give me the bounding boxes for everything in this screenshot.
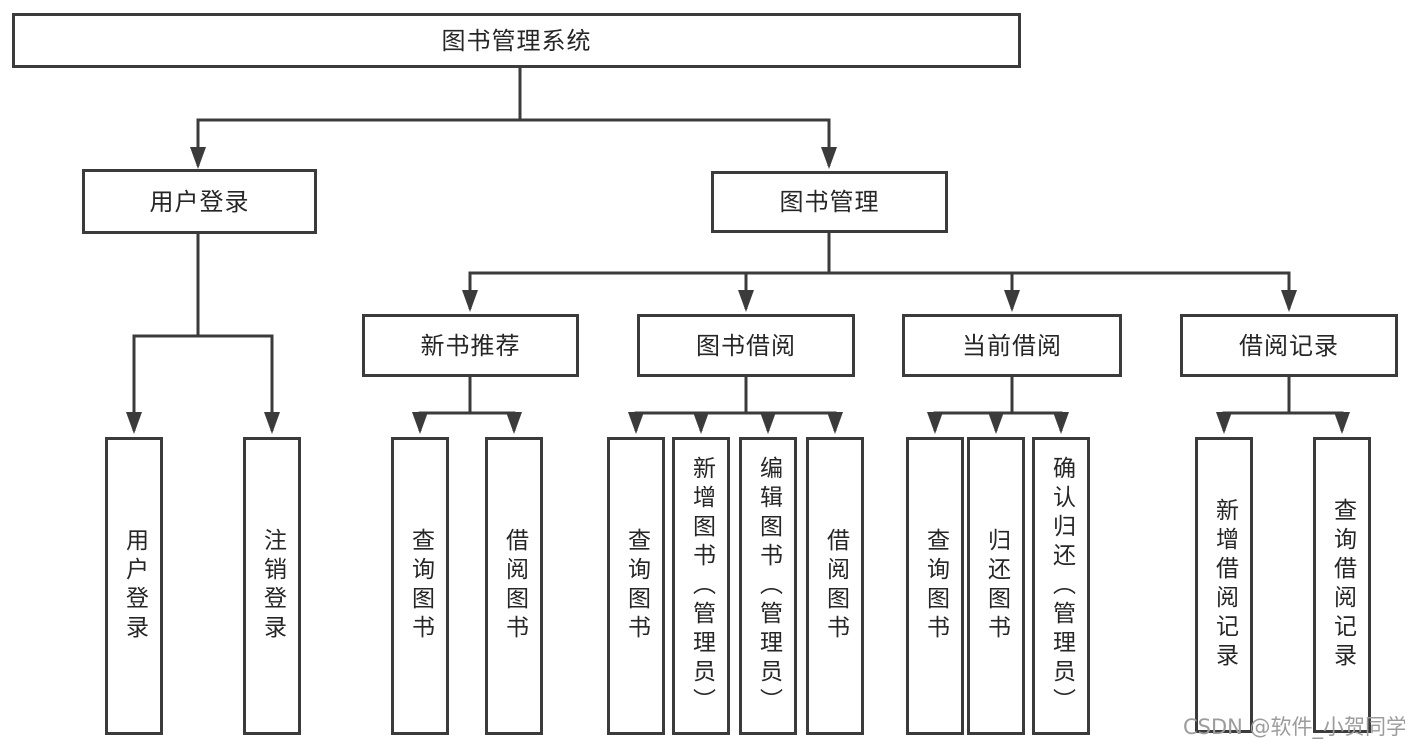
connector-user-login-to-leaves — [126, 234, 280, 434]
leaf-newbook-query-books: 查询图书 — [391, 437, 449, 735]
node-current-borrowing: 当前借阅 — [902, 314, 1122, 377]
leaf-user-login: 用户登录 — [105, 437, 163, 735]
leaf-borrowing-borrow-books: 借阅图书 — [806, 437, 864, 735]
connector-book-management-to-level3 — [462, 233, 1297, 312]
node-book-management: 图书管理 — [711, 171, 948, 233]
connector-new-book-to-leaves — [412, 377, 522, 434]
leaf-records-add-record: 新增借阅记录 — [1195, 437, 1253, 733]
connector-root-to-level2 — [190, 68, 837, 169]
leaf-current-query-books: 查询图书 — [906, 437, 964, 735]
node-new-book-recommend: 新书推荐 — [362, 314, 579, 377]
csdn-watermark: CSDN @软件_小贺同学 — [1183, 715, 1405, 739]
leaf-current-confirm-return-admin: 确认归还（管理员） — [1032, 437, 1090, 735]
leaf-current-return-books: 归还图书 — [967, 437, 1025, 735]
node-user-login: 用户登录 — [82, 169, 317, 234]
leaf-borrowing-query-books: 查询图书 — [607, 437, 665, 735]
leaf-records-query-record: 查询借阅记录 — [1313, 437, 1371, 733]
connector-current-borrowing-to-leaves — [927, 377, 1069, 434]
node-root-system: 图书管理系统 — [12, 13, 1021, 68]
connector-book-borrowing-to-leaves — [628, 377, 843, 434]
connector-borrow-records-to-leaves — [1216, 377, 1350, 434]
leaf-logout: 注销登录 — [243, 437, 301, 735]
leaf-borrowing-add-books-admin: 新增图书（管理员） — [672, 437, 730, 735]
leaf-borrowing-edit-books-admin: 编辑图书（管理员） — [739, 437, 797, 735]
node-borrow-records: 借阅记录 — [1180, 314, 1398, 377]
leaf-newbook-borrow-books: 借阅图书 — [485, 437, 543, 735]
node-book-borrowing: 图书借阅 — [637, 314, 855, 377]
